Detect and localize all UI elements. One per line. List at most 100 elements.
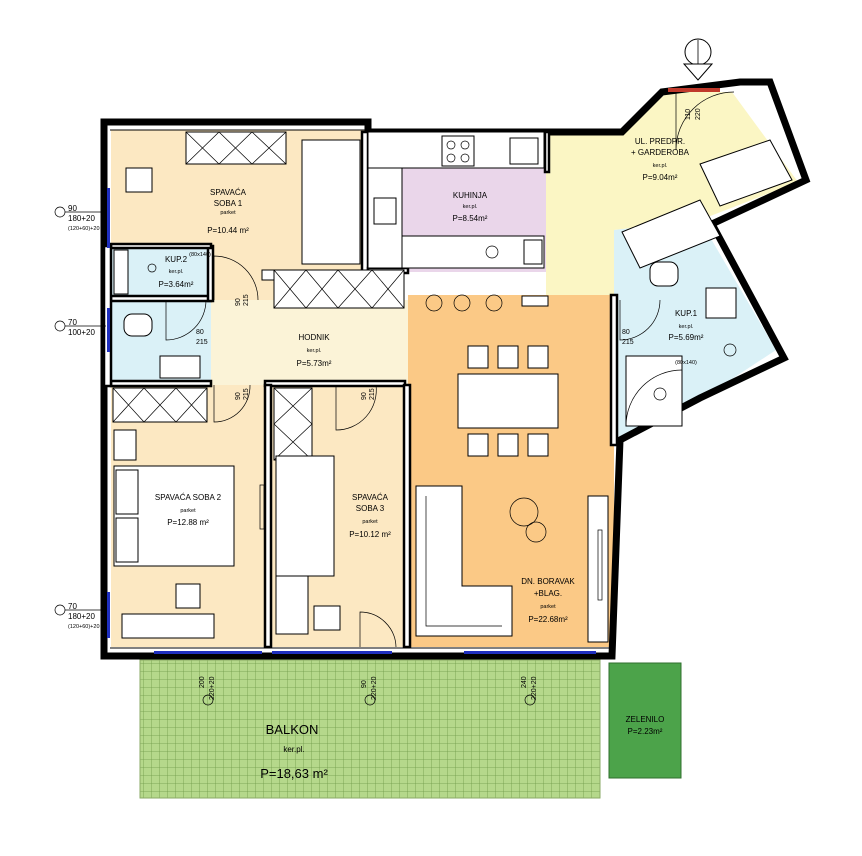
area-spavaca1: P=10.44 m² (207, 226, 249, 235)
floor-kup2: ker.pl. (169, 269, 184, 275)
mirror-soba2 (259, 484, 265, 530)
desk-soba2 (121, 613, 215, 639)
toilet-hall-bath (123, 313, 153, 337)
window-w2-b: 100+20 (68, 328, 95, 337)
door-entry-a: 110 (685, 109, 692, 120)
wall-hall-bottom-2 (263, 379, 407, 388)
floor-hodnik: ker.pl. (307, 348, 322, 354)
sink-kitchen (509, 137, 539, 165)
desk-soba3 (275, 575, 309, 635)
floor-spavaca1: parket (220, 210, 236, 216)
tv (597, 529, 603, 601)
balcony-area (139, 659, 601, 799)
label-kup1: KUP.1 (675, 309, 698, 318)
sink-2 (523, 239, 543, 265)
shower-drain (147, 263, 157, 273)
doors (165, 91, 735, 648)
chair-4 (467, 433, 489, 457)
window-entry (668, 88, 720, 92)
label-spavaca3-b: SOBA 3 (356, 504, 385, 513)
beam-block (521, 295, 549, 307)
area-kup2: P=3.64m² (159, 280, 194, 289)
wardrobe-hall (273, 269, 405, 309)
size-kup1: (80x140) (675, 360, 697, 366)
wall-entry-left (543, 130, 551, 174)
door-balk1-a: 200 (199, 676, 206, 688)
bed-soba1 (301, 139, 361, 265)
window-kup2 (107, 308, 110, 352)
floor-boravak: parket (540, 604, 556, 610)
label-hodnik: HODNIK (298, 333, 330, 342)
floor-spavaca2: parket (180, 508, 196, 514)
window-balk3 (464, 651, 596, 654)
label-spavaca1-b: SOBA 1 (214, 199, 243, 208)
area-spavaca3: P=10.12 m² (349, 530, 391, 539)
door-balk1-b: 220+20 (209, 676, 216, 700)
door-kup1-a: 80 (622, 329, 630, 336)
label-kuhinja: KUHINJA (453, 191, 488, 200)
door-soba2-a: 90 (235, 392, 242, 400)
floor-kuhinja: ker.pl. (463, 204, 478, 210)
door-kup2-b: 215 (196, 339, 208, 346)
wall-soba3-living (402, 383, 412, 649)
hob (441, 135, 475, 167)
dining-table (457, 373, 559, 429)
area-predprostor: P=9.04m² (643, 173, 678, 182)
label-zelenilo: ZELENILO (626, 715, 665, 724)
label-spavaca3-a: SPAVAĆA (352, 493, 389, 502)
area-spavaca2: P=12.88 m² (167, 518, 209, 527)
door-balk3-b: 220+20 (531, 676, 538, 700)
area-hodnik: P=5.73m² (297, 359, 332, 368)
entry-arrow-icon (682, 63, 714, 81)
oven (373, 197, 397, 225)
door-balk2-b: 220+20 (371, 676, 378, 700)
label-spavaca1-a: SPAVAĆA (210, 188, 247, 197)
window-w3-b: 180+20 (68, 612, 95, 621)
wall-soba2-soba3 (263, 383, 273, 649)
window-w3-a: 70 (68, 602, 77, 611)
label-kup2: KUP.2 (165, 255, 188, 264)
door-balk3-a: 240 (521, 676, 528, 688)
area-kup1: P=5.69m² (669, 333, 704, 342)
area-boravak: P=22.68m² (528, 615, 568, 624)
area-kuhinja: P=8.54m² (453, 214, 488, 223)
area-balkon: P=18,63 m² (260, 766, 328, 781)
floor-predprostor: ker.pl. (653, 163, 668, 169)
sofa (415, 485, 513, 637)
shoe-cabinet (699, 139, 793, 207)
window-w3-c: (120+60)+20 (68, 624, 100, 630)
label-boravak-a: DN. BORAVAK (521, 577, 575, 586)
counter-kitchen-bottom (401, 235, 545, 269)
toilet-kup1 (649, 261, 679, 287)
door-balk2-a: 90 (361, 680, 368, 688)
room-predprostor-floor (546, 92, 798, 300)
door-entry-b: 220 (695, 108, 702, 120)
window-balk1 (154, 651, 262, 654)
room-labels: SPAVAĆA SOBA 1 parket P=10.44 m² KUHINJA… (155, 137, 704, 781)
window-markers (107, 88, 720, 654)
door-soba1-b: 215 (243, 294, 250, 306)
nightstand-soba2a (113, 429, 137, 461)
wall-kup1-left (609, 293, 619, 447)
plant-2 (525, 521, 547, 543)
window-soba1 (107, 188, 110, 248)
floor-spavaca3: parket (362, 519, 378, 525)
wall-hall-bottom (109, 379, 213, 388)
door-soba3-b: 215 (369, 388, 376, 400)
window-w1-b: 180+20 (68, 214, 95, 223)
door-soba3-a: 90 (361, 392, 368, 400)
door-kup1-b: 215 (622, 339, 634, 346)
label-balkon: BALKON (266, 722, 319, 737)
nightstand-soba2b (175, 583, 201, 609)
chair-1 (467, 345, 489, 369)
label-predprostor-b: + GARDEROBA (631, 148, 690, 157)
floor-kup1: ker.pl. (679, 324, 694, 330)
size-kup2: (80x140) (189, 252, 211, 258)
plant-1 (509, 497, 539, 527)
window-w2-a: 70 (68, 318, 77, 327)
wall-kup2-top (109, 242, 213, 250)
washbasin-kup1 (705, 287, 737, 319)
chair-2 (497, 345, 519, 369)
wardrobe-soba3 (273, 387, 313, 461)
